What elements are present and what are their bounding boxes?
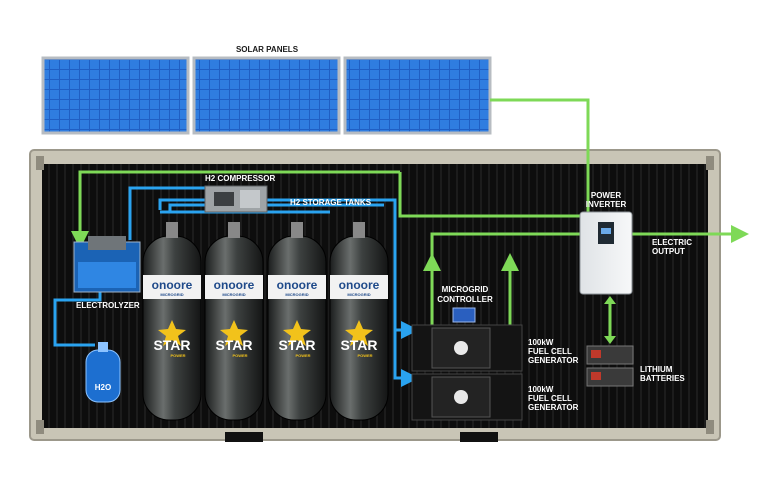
solar-panel-1 <box>41 56 190 135</box>
tank-2-star: STAR <box>215 337 252 353</box>
h2o-tank <box>85 342 121 403</box>
tank-1-brand: onoore <box>152 278 193 292</box>
microgrid-controller <box>452 307 476 323</box>
lithium-batteries-label-1: LITHIUM <box>640 365 673 374</box>
h2-storage-tanks-label: H2 STORAGE TANKS <box>290 198 372 207</box>
h2-compressor-label: H2 COMPRESSOR <box>205 174 275 183</box>
power-inverter-label-1: POWER <box>591 191 621 200</box>
electrolyzer-label: ELECTROLYZER <box>76 301 140 310</box>
tank-4-brand: onoore <box>339 278 380 292</box>
tank-3-star: STAR <box>278 337 315 353</box>
fuel-cell-1-label-1: 100kW <box>528 338 554 347</box>
lithium-batteries-label-2: BATTERIES <box>640 374 685 383</box>
h2-compressor <box>204 185 268 213</box>
fuel-cell-2-label-1: 100kW <box>528 385 554 394</box>
fuel-cell-generator-2 <box>411 373 523 421</box>
lithium-batteries <box>586 345 634 387</box>
power-inverter-label-2: INVERTER <box>586 200 627 209</box>
solar-panels-label: SOLAR PANELS <box>236 45 299 54</box>
electric-output-label-1: ELECTRIC <box>652 238 692 247</box>
fuel-cell-2-label-3: GENERATOR <box>528 403 579 412</box>
fuel-cell-1-label-2: FUEL CELL <box>528 347 572 356</box>
tank-1-star: STAR <box>153 337 190 353</box>
tank-3-sub: MICROGRID <box>285 292 308 297</box>
solar-panel-3 <box>343 56 492 135</box>
fuel-cell-2-label-2: FUEL CELL <box>528 394 572 403</box>
star-icon <box>220 320 248 346</box>
power-lines <box>71 98 749 344</box>
solar-panels <box>41 56 492 135</box>
tank-2-brand: onoore <box>214 278 255 292</box>
tank-2-star-sub: POWER <box>232 353 247 358</box>
star-icon <box>345 320 373 346</box>
microgrid-controller-label-1: MICROGRID <box>442 285 489 294</box>
h2o-label: H2O <box>95 383 111 392</box>
tank-4-star-sub: POWER <box>357 353 372 358</box>
tank-4-star: STAR <box>340 337 377 353</box>
tank-2-sub: MICROGRID <box>222 292 245 297</box>
star-icon <box>283 320 311 346</box>
tank-4-sub: MICROGRID <box>347 292 370 297</box>
solar-panel-2 <box>192 56 341 135</box>
tank-3-brand: onoore <box>277 278 318 292</box>
electrolyzer <box>73 236 141 293</box>
fuel-cell-generator-1 <box>411 324 523 372</box>
tank-3-star-sub: POWER <box>295 353 310 358</box>
microgrid-controller-label-2: CONTROLLER <box>437 295 493 304</box>
tank-1-sub: MICROGRID <box>160 292 183 297</box>
hydrogen-tanks <box>142 222 389 421</box>
power-inverter <box>579 211 633 295</box>
tank-1-star-sub: POWER <box>170 353 185 358</box>
electric-output-label-2: OUTPUT <box>652 247 685 256</box>
star-icon <box>158 320 186 346</box>
fuel-cell-1-label-3: GENERATOR <box>528 356 579 365</box>
